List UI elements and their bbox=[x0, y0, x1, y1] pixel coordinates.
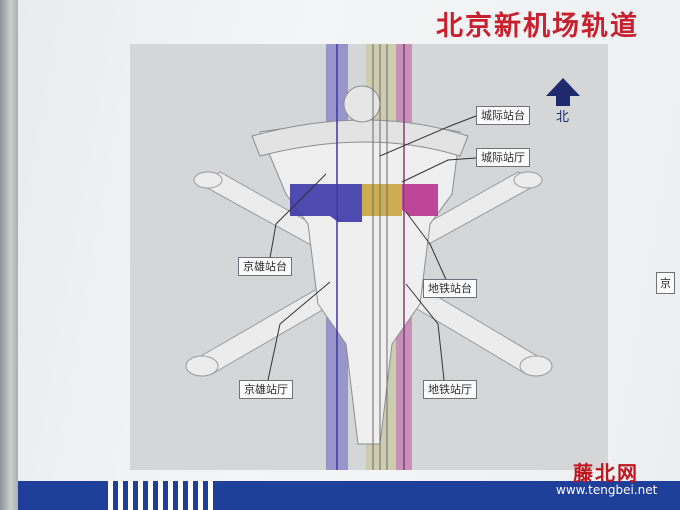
pier-sw-end bbox=[185, 355, 219, 377]
jingxiong-hall-block bbox=[290, 184, 362, 222]
support-post bbox=[0, 0, 18, 510]
terminal-plan bbox=[185, 44, 553, 470]
watermark-url: www.tengbei.net bbox=[556, 483, 658, 497]
metro-hall-block bbox=[402, 184, 438, 216]
terminal-north-curve bbox=[251, 119, 469, 157]
leader-intercity-platform bbox=[379, 115, 477, 157]
leader-jingxiong-hall bbox=[267, 281, 331, 381]
leader-metro-platform bbox=[405, 211, 449, 285]
north-arrow-icon bbox=[546, 78, 580, 106]
leader-jingxiong-platform bbox=[269, 173, 327, 259]
leader-intercity-hall bbox=[401, 157, 477, 183]
edge-label-partial: 京 bbox=[656, 272, 675, 294]
label-intercity-platform: 城际站台 bbox=[476, 106, 530, 125]
north-hub bbox=[343, 85, 381, 123]
label-jingxiong-hall: 京雄站厅 bbox=[239, 380, 293, 399]
label-jingxiong-platform: 京雄站台 bbox=[238, 257, 292, 276]
pier-se-end bbox=[519, 355, 553, 377]
label-metro-hall: 地铁站厅 bbox=[423, 380, 477, 399]
label-intercity-hall: 城际站厅 bbox=[476, 148, 530, 167]
leader-metro-hall bbox=[405, 283, 445, 381]
hall-gold-block bbox=[362, 184, 402, 216]
north-label: 北 bbox=[556, 110, 570, 125]
sign-title: 北京新机场轨道 bbox=[436, 11, 639, 42]
watermark-name: 藤北网 bbox=[573, 461, 639, 485]
footer-stripes bbox=[108, 481, 216, 510]
pier-nw-end bbox=[193, 171, 223, 189]
pier-ne-end bbox=[513, 171, 543, 189]
label-metro-platform: 地铁站台 bbox=[423, 279, 477, 298]
